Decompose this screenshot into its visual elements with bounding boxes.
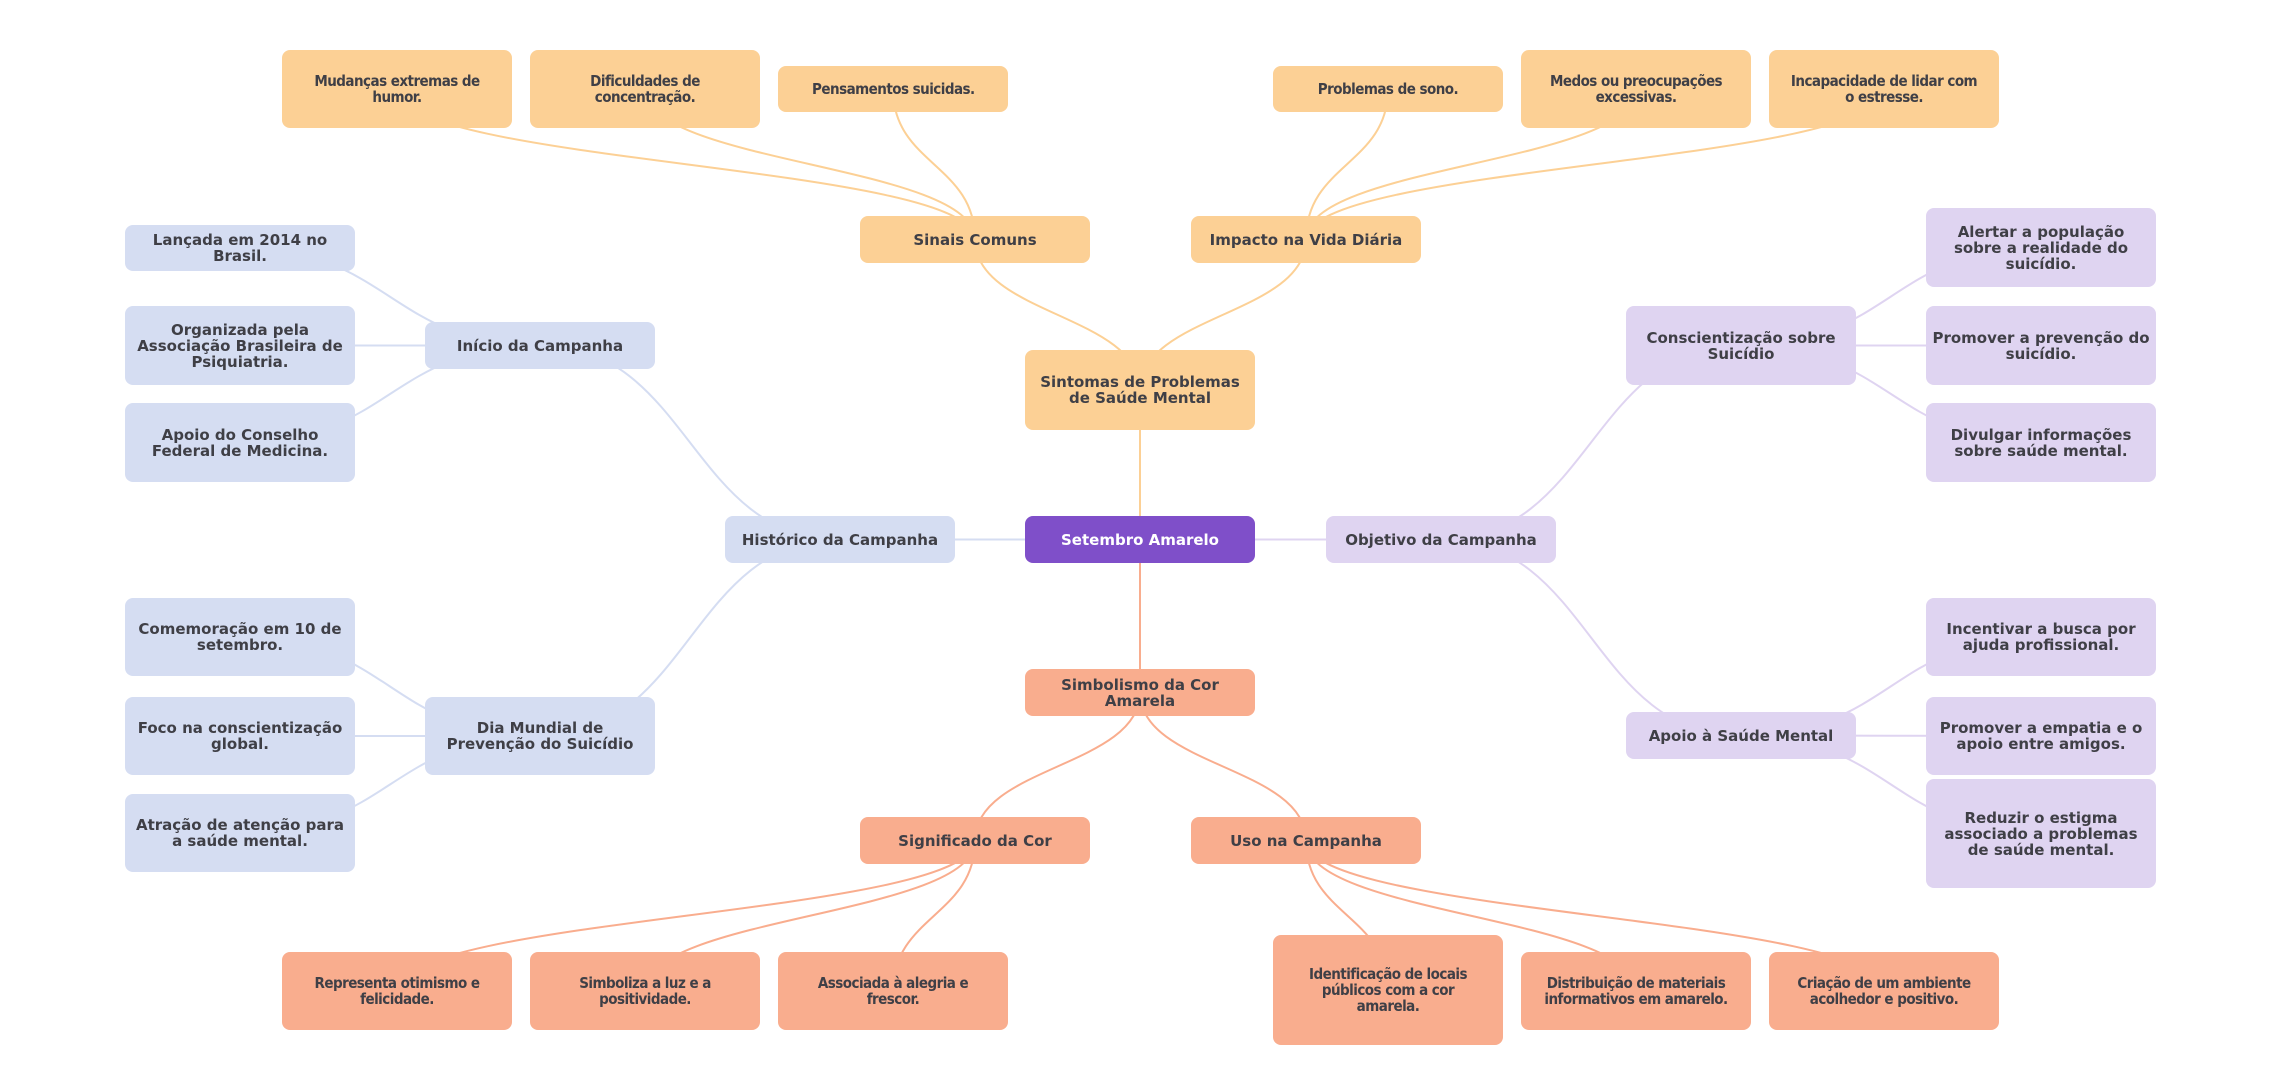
leaf-node[interactable]: Criação de um ambiente acolhedor e posit… bbox=[1769, 952, 1999, 1030]
node-label: Sintomas de Problemas de Saúde Mental bbox=[1040, 373, 1240, 407]
node-campaign-use[interactable]: Uso na Campanha bbox=[1191, 817, 1421, 864]
node-label: Representa otimismo e felicidade. bbox=[314, 974, 480, 1008]
node-label: Sinais Comuns bbox=[913, 230, 1037, 249]
leaf-node[interactable]: Lançada em 2014 no Brasil. bbox=[125, 225, 355, 271]
edge-impacto-impacto-0 bbox=[1305, 88, 1389, 240]
leaf-node[interactable]: Simboliza a luz e a positividade. bbox=[530, 952, 760, 1030]
node-label: Início da Campanha bbox=[456, 336, 624, 355]
node-label: Dificuldades de concentração. bbox=[590, 72, 700, 106]
leaf-node[interactable]: Representa otimismo e felicidade. bbox=[282, 952, 512, 1030]
edge-simb-sig bbox=[974, 692, 1141, 841]
node-label: Conscientização sobre Suicídio bbox=[1646, 328, 1836, 363]
leaf-node[interactable]: Foco na conscientização global. bbox=[125, 697, 355, 775]
node-common-signs[interactable]: Sinais Comuns bbox=[860, 216, 1090, 263]
node-color-meaning[interactable]: Significado da Cor bbox=[860, 817, 1090, 864]
leaf-node[interactable]: Incentivar a busca por ajuda profissiona… bbox=[1926, 598, 2156, 676]
node-label: Promover a prevenção do suicídio. bbox=[1932, 328, 2150, 363]
root-node[interactable]: Setembro Amarelo bbox=[1025, 516, 1255, 563]
edge-hist-inicio bbox=[539, 344, 841, 541]
node-label: Incapacidade de lidar com o estresse. bbox=[1790, 72, 1978, 106]
leaf-node[interactable]: Distribuição de materiais informativos e… bbox=[1521, 952, 1751, 1030]
node-label: Histórico da Campanha bbox=[741, 530, 939, 549]
node-label: Reduzir o estigma associado a problemas … bbox=[1944, 808, 2138, 859]
leaf-node[interactable]: Associada à alegria e frescor. bbox=[778, 952, 1008, 1030]
leaf-node[interactable]: Reduzir o estigma associado a problemas … bbox=[1926, 779, 2156, 888]
node-label: Simboliza a luz e a positividade. bbox=[579, 974, 711, 1008]
node-label: Pensamentos suicidas. bbox=[811, 80, 975, 98]
leaf-node[interactable]: Promover a empatia e o apoio entre amigo… bbox=[1926, 697, 2156, 775]
node-mental-health-support[interactable]: Apoio à Saúde Mental bbox=[1626, 712, 1856, 759]
node-label: Apoio à Saúde Mental bbox=[1648, 726, 1834, 745]
leaf-node[interactable]: Atração de atenção para a saúde mental. bbox=[125, 794, 355, 872]
edge-sinais-sinais-2 bbox=[892, 88, 976, 240]
node-label: Problemas de sono. bbox=[1317, 80, 1459, 98]
leaf-node[interactable]: Dificuldades de concentração. bbox=[530, 50, 760, 128]
node-label: Foco na conscientização global. bbox=[137, 719, 343, 753]
node-label: Atração de atenção para a saúde mental. bbox=[135, 816, 345, 850]
node-campaign-start[interactable]: Início da Campanha bbox=[425, 322, 655, 369]
node-label: Uso na Campanha bbox=[1230, 831, 1382, 850]
node-label: Objetivo da Campanha bbox=[1345, 530, 1537, 549]
edge-obj-apoio bbox=[1440, 538, 1742, 737]
node-label: Incentivar a busca por ajuda profissiona… bbox=[1946, 620, 2136, 654]
node-label: Divulgar informações sobre saúde mental. bbox=[1950, 425, 2132, 460]
leaf-node[interactable]: Comemoração em 10 de setembro. bbox=[125, 598, 355, 676]
node-campaign-history[interactable]: Histórico da Campanha bbox=[725, 516, 955, 563]
node-label: Promover a empatia e o apoio entre amigo… bbox=[1939, 719, 2143, 753]
node-label: Lançada em 2014 no Brasil. bbox=[152, 231, 328, 265]
leaf-node[interactable]: Incapacidade de lidar com o estresse. bbox=[1769, 50, 1999, 128]
leaf-node[interactable]: Pensamentos suicidas. bbox=[778, 66, 1008, 112]
leaf-node[interactable]: Apoio do Conselho Federal de Medicina. bbox=[125, 403, 355, 482]
node-label: Significado da Cor bbox=[898, 831, 1052, 850]
node-label: Simbolismo da Cor Amarela bbox=[1061, 675, 1219, 710]
node-daily-impact[interactable]: Impacto na Vida Diária bbox=[1191, 216, 1421, 263]
leaf-node[interactable]: Divulgar informações sobre saúde mental. bbox=[1926, 403, 2156, 482]
node-world-day[interactable]: Dia Mundial de Prevenção do Suicídio bbox=[425, 697, 655, 775]
node-label: Alertar a população sobre a realidade do… bbox=[1953, 222, 2129, 273]
node-label: Setembro Amarelo bbox=[1061, 530, 1219, 549]
leaf-node[interactable]: Alertar a população sobre a realidade do… bbox=[1926, 208, 2156, 287]
node-label: Associada à alegria e frescor. bbox=[817, 974, 969, 1008]
leaf-node[interactable]: Mudanças extremas de humor. bbox=[282, 50, 512, 128]
node-label: Comemoração em 10 de setembro. bbox=[138, 620, 342, 654]
edge-simb-uso bbox=[1139, 692, 1307, 841]
node-yellow-symbolism[interactable]: Simbolismo da Cor Amarela bbox=[1025, 669, 1255, 716]
leaf-node[interactable]: Identificação de locais públicos com a c… bbox=[1273, 935, 1503, 1045]
node-label: Dia Mundial de Prevenção do Suicídio bbox=[446, 719, 634, 753]
node-suicide-awareness[interactable]: Conscientização sobre Suicídio bbox=[1626, 306, 1856, 385]
node-label: Identificação de locais públicos com a c… bbox=[1308, 965, 1468, 1015]
node-campaign-objective[interactable]: Objetivo da Campanha bbox=[1326, 516, 1556, 563]
node-label: Impacto na Vida Diária bbox=[1209, 230, 1403, 249]
leaf-node[interactable]: Medos ou preocupações excessivas. bbox=[1521, 50, 1751, 128]
leaf-node[interactable]: Organizada pela Associação Brasileira de… bbox=[125, 306, 355, 385]
node-label: Apoio do Conselho Federal de Medicina. bbox=[151, 425, 329, 460]
node-label: Criação de um ambiente acolhedor e posit… bbox=[1797, 974, 1971, 1008]
node-label: Medos ou preocupações excessivas. bbox=[1549, 72, 1723, 106]
leaf-node[interactable]: Promover a prevenção do suicídio. bbox=[1926, 306, 2156, 385]
node-label: Mudanças extremas de humor. bbox=[314, 72, 480, 106]
node-symptoms[interactable]: Sintomas de Problemas de Saúde Mental bbox=[1025, 350, 1255, 430]
leaf-node[interactable]: Problemas de sono. bbox=[1273, 66, 1503, 112]
node-label: Organizada pela Associação Brasileira de… bbox=[137, 320, 343, 371]
node-label: Distribuição de materiais informativos e… bbox=[1544, 974, 1728, 1008]
